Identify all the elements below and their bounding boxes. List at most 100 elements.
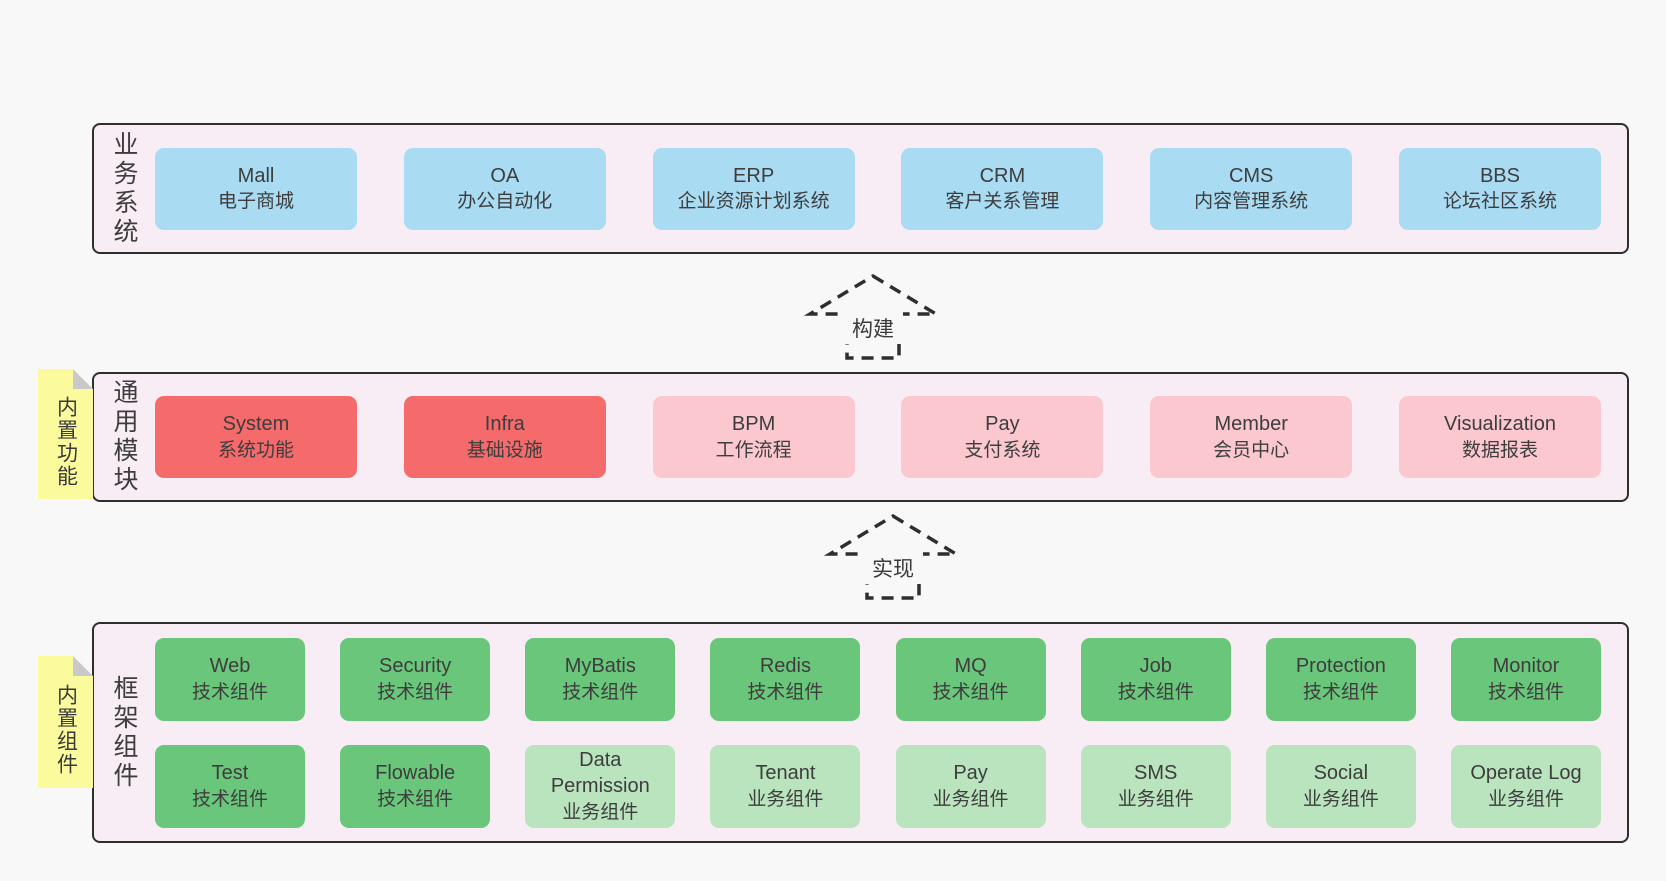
box-social: Social 业务组件 bbox=[1265, 744, 1416, 828]
box-pay: Pay 业务组件 bbox=[895, 744, 1046, 828]
box-erp: ERP 企业资源计划系统 bbox=[652, 147, 855, 230]
box-subtitle: 技术组件 bbox=[191, 788, 268, 810]
box-title: Pay bbox=[953, 762, 988, 785]
box-title: Tenant bbox=[755, 762, 816, 785]
sticky-note-text: 内置功能 bbox=[54, 396, 78, 488]
box-title: SMS bbox=[1134, 762, 1178, 785]
box-web: Web 技术组件 bbox=[155, 637, 305, 721]
box-subtitle: 办公自动化 bbox=[457, 191, 553, 213]
arrow-implement-icon: 实现 bbox=[823, 513, 963, 600]
band-rows-business: Mall 电子商城 OA 办公自动化 ERP 企业资源计划系统 CRM 客户关系管理 CMS 内容… bbox=[155, 125, 1601, 252]
band-components: 框架组件 Web 技术组件 Security 技术组件 MyBatis 技术组件 Redis 技… bbox=[92, 622, 1629, 843]
arrow-build-icon: 构建 bbox=[803, 273, 943, 360]
folded-corner-icon bbox=[73, 369, 93, 389]
box-visualization: Visualization 数据报表 bbox=[1398, 396, 1601, 478]
box-monitor: Monitor 技术组件 bbox=[1450, 637, 1601, 721]
arrow-up-outline bbox=[803, 273, 943, 360]
box-subtitle: 工作流程 bbox=[715, 439, 792, 461]
box-subtitle: 数据报表 bbox=[1461, 439, 1538, 461]
box-subtitle: 客户关系管理 bbox=[945, 191, 1060, 213]
sticky-note-text: 内置组件 bbox=[54, 684, 78, 776]
box-subtitle: 内容管理系统 bbox=[1194, 191, 1309, 213]
box-subtitle: 技术组件 bbox=[932, 681, 1009, 703]
box-title: OA bbox=[490, 164, 520, 187]
box-title: CRM bbox=[979, 164, 1026, 187]
box-subtitle: 业务组件 bbox=[1487, 788, 1564, 810]
box-title: Flowable bbox=[375, 762, 456, 785]
box-title: Infra bbox=[484, 413, 525, 436]
box-subtitle: 支付系统 bbox=[964, 439, 1041, 461]
box-subtitle: 业务组件 bbox=[562, 801, 639, 823]
box-title: Mall bbox=[237, 164, 275, 187]
arrow-implement-label: 实现 bbox=[872, 558, 914, 581]
box-title: Monitor bbox=[1492, 655, 1560, 678]
box-title: BPM bbox=[731, 413, 776, 436]
box-title: MyBatis bbox=[564, 655, 636, 678]
sticky-note-modules: 内置功能 bbox=[38, 369, 93, 499]
box-subtitle: 电子商城 bbox=[217, 191, 294, 213]
folded-corner-icon bbox=[73, 656, 93, 676]
box-subtitle: 技术组件 bbox=[1117, 681, 1194, 703]
box-title: CMS bbox=[1228, 164, 1274, 187]
box-title: Visualization bbox=[1444, 413, 1556, 436]
box-title: Pay bbox=[985, 413, 1020, 436]
band-label-components: 框架组件 bbox=[110, 674, 138, 791]
arrow-up-outline bbox=[823, 513, 963, 600]
box-subtitle: 技术组件 bbox=[377, 681, 454, 703]
box-subtitle: 技术组件 bbox=[747, 681, 824, 703]
box-title: ERP bbox=[733, 164, 775, 187]
box-subtitle: 论坛社区系统 bbox=[1442, 191, 1557, 213]
box-subtitle: 业务组件 bbox=[932, 788, 1009, 810]
box-security: Security 技术组件 bbox=[340, 637, 491, 721]
box-subtitle: 会员中心 bbox=[1213, 439, 1290, 461]
box-tenant: Tenant 业务组件 bbox=[710, 744, 861, 828]
arrow-label-background bbox=[843, 312, 903, 344]
box-title: Security bbox=[379, 655, 452, 678]
box-oa: OA 办公自动化 bbox=[403, 147, 606, 230]
box-subtitle: 业务组件 bbox=[747, 788, 824, 810]
box-data-permission: Data Permission 业务组件 bbox=[525, 744, 676, 828]
box-subtitle: 技术组件 bbox=[377, 788, 454, 810]
box-title: Member bbox=[1214, 413, 1288, 436]
box-title: Social bbox=[1313, 762, 1369, 785]
box-member: Member 会员中心 bbox=[1150, 396, 1353, 478]
box-row: Mall 电子商城 OA 办公自动化 ERP 企业资源计划系统 CRM 客户关系管理 CMS 内容… bbox=[155, 147, 1601, 230]
box-subtitle: 企业资源计划系统 bbox=[677, 191, 830, 213]
box-subtitle: 技术组件 bbox=[191, 681, 268, 703]
box-crm: CRM 客户关系管理 bbox=[901, 147, 1104, 230]
sticky-note-components: 内置组件 bbox=[38, 656, 93, 788]
band-label-modules: 通用模块 bbox=[110, 379, 138, 495]
band-label-business: 业务系统 bbox=[110, 130, 138, 247]
box-title: Data Permission bbox=[550, 749, 650, 798]
box-title: Test bbox=[211, 762, 249, 785]
box-redis: Redis 技术组件 bbox=[710, 637, 861, 721]
box-mq: MQ 技术组件 bbox=[895, 637, 1046, 721]
arrow-label-background bbox=[863, 552, 923, 584]
box-mybatis: MyBatis 技术组件 bbox=[525, 637, 676, 721]
box-subtitle: 技术组件 bbox=[562, 681, 639, 703]
box-title: Redis bbox=[759, 655, 811, 678]
box-subtitle: 技术组件 bbox=[1487, 681, 1564, 703]
box-infra: Infra 基础设施 bbox=[403, 396, 606, 478]
box-title: Web bbox=[209, 655, 251, 678]
box-subtitle: 基础设施 bbox=[466, 439, 543, 461]
box-subtitle: 业务组件 bbox=[1117, 788, 1194, 810]
box-subtitle: 业务组件 bbox=[1302, 788, 1379, 810]
box-mall: Mall 电子商城 bbox=[155, 147, 357, 230]
box-title: MQ bbox=[954, 655, 987, 678]
box-cms: CMS 内容管理系统 bbox=[1150, 147, 1353, 230]
box-subtitle: 系统功能 bbox=[217, 439, 294, 461]
arrow-build-label: 构建 bbox=[852, 318, 894, 341]
box-pay: Pay 支付系统 bbox=[901, 396, 1104, 478]
